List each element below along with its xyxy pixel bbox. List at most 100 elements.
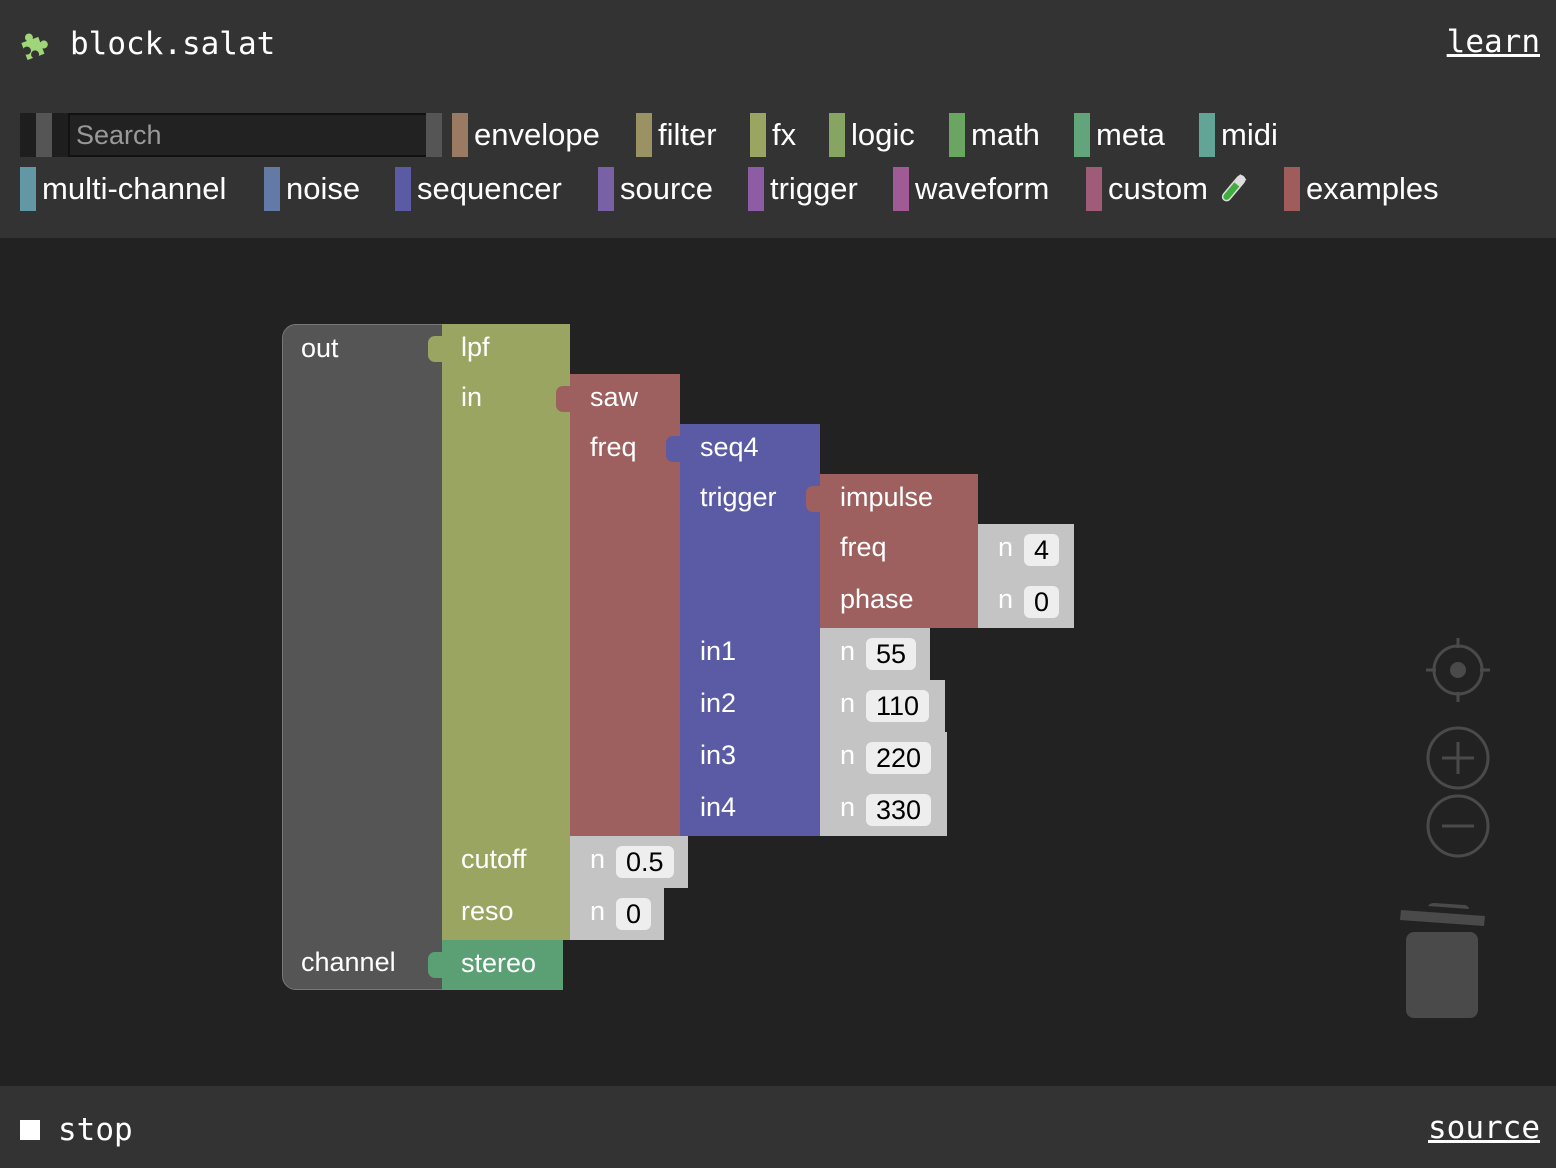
n-label: n <box>998 532 1014 562</box>
seq4-in4-label: in4 <box>700 792 737 822</box>
category-examples[interactable]: examples <box>1284 167 1439 211</box>
number-value-field[interactable]: 0.5 <box>616 846 674 878</box>
out-block[interactable]: out channel <box>282 324 444 990</box>
stereo-block[interactable]: stereo <box>428 940 563 990</box>
category-custom[interactable]: custom <box>1086 167 1250 211</box>
number-value-field[interactable]: 0 <box>1024 586 1060 618</box>
number-value-field[interactable]: 330 <box>866 794 932 826</box>
category-meta[interactable]: meta <box>1074 113 1165 157</box>
category-label: midi <box>1221 117 1278 152</box>
n-label: n <box>998 584 1014 614</box>
category-swatch <box>748 167 764 211</box>
category-math[interactable]: math <box>949 113 1040 157</box>
category-envelope[interactable]: envelope <box>452 113 600 157</box>
connector-notch <box>806 486 820 512</box>
category-label: envelope <box>474 117 600 152</box>
lpf-block[interactable]: lpf in cutoff reso <box>428 324 570 940</box>
category-label: logic <box>851 117 915 152</box>
category-noise[interactable]: noise <box>264 167 360 211</box>
stop-label: stop <box>58 1112 133 1148</box>
out-label: out <box>301 333 339 363</box>
n-label: n <box>840 636 856 666</box>
number-value-field[interactable]: 0 <box>616 898 652 930</box>
seq4-block[interactable]: seq4 trigger in1 in2 in3 in4 <box>666 424 820 836</box>
search-input[interactable] <box>68 113 442 157</box>
stop-button[interactable]: stop <box>20 1112 133 1148</box>
search-right-edge <box>426 113 442 157</box>
impulse-label: impulse <box>840 482 934 512</box>
zoom-in-icon[interactable] <box>1426 726 1490 790</box>
n-label: n <box>590 844 606 874</box>
category-fx[interactable]: fx <box>750 113 796 157</box>
number-value-field[interactable]: 55 <box>866 638 917 670</box>
app-title: block.salat <box>70 26 276 62</box>
number-block[interactable]: n 110 <box>820 680 945 732</box>
zoom-out-icon[interactable] <box>1426 794 1490 858</box>
category-label: sequencer <box>417 171 562 206</box>
category-label: fx <box>772 117 797 152</box>
header: block.salat learn envelope filter fx log… <box>0 0 1556 238</box>
number-block[interactable]: n 220 <box>820 732 947 784</box>
category-midi[interactable]: midi <box>1199 113 1278 157</box>
category-label: filter <box>658 117 717 152</box>
saw-freq-label: freq <box>590 432 637 462</box>
impulse-block[interactable]: impulse freq phase <box>806 474 978 628</box>
number-value-field[interactable]: 220 <box>866 742 932 774</box>
category-label: math <box>971 117 1040 152</box>
n-label: n <box>840 740 856 770</box>
block-workspace[interactable]: out channel lpf in cutoff reso stereo sa… <box>0 238 1556 1086</box>
n-label: n <box>840 688 856 718</box>
category-swatch <box>452 113 468 157</box>
connector-notch <box>428 336 442 362</box>
category-label: source <box>620 171 714 206</box>
puzzle-logo-icon <box>21 33 48 60</box>
lpf-in-label: in <box>461 382 483 412</box>
recenter-icon[interactable] <box>1426 638 1490 702</box>
impulse-phase-label: phase <box>840 584 914 614</box>
number-block[interactable]: n 0.5 <box>570 836 688 888</box>
category-label: noise <box>286 171 361 206</box>
source-link[interactable]: source <box>1428 1110 1540 1146</box>
n-label: n <box>590 896 606 926</box>
category-trigger[interactable]: trigger <box>748 167 858 211</box>
learn-link[interactable]: learn <box>1446 24 1540 60</box>
category-swatch <box>636 113 652 157</box>
category-source[interactable]: source <box>598 167 713 211</box>
category-swatch <box>829 113 845 157</box>
saw-label: saw <box>590 382 639 412</box>
channel-label: channel <box>301 947 396 977</box>
search-box <box>20 113 442 157</box>
trash-icon[interactable] <box>1400 902 1488 1020</box>
category-swatch <box>949 113 965 157</box>
stop-icon <box>20 1120 40 1140</box>
number-value-field[interactable]: 4 <box>1024 534 1060 566</box>
category-label: multi-channel <box>42 171 227 206</box>
category-waveform[interactable]: waveform <box>893 167 1049 211</box>
category-multi-channel[interactable]: multi-channel <box>20 167 226 211</box>
number-value-field[interactable]: 110 <box>866 690 930 722</box>
category-label: waveform <box>915 171 1050 206</box>
impulse-freq-label: freq <box>840 532 887 562</box>
number-block[interactable]: n 55 <box>820 628 930 680</box>
category-logic[interactable]: logic <box>829 113 915 157</box>
category-swatch <box>1284 167 1300 211</box>
category-sequencer[interactable]: sequencer <box>395 167 562 211</box>
seq4-in2-label: in2 <box>700 688 737 718</box>
lpf-cutoff-label: cutoff <box>461 844 527 874</box>
connector-notch <box>666 436 680 462</box>
category-swatch <box>1074 113 1090 157</box>
lpf-label: lpf <box>461 332 490 362</box>
category-label: trigger <box>770 171 858 206</box>
category-filter[interactable]: filter <box>636 113 717 157</box>
connector-notch <box>556 386 570 412</box>
stereo-label: stereo <box>461 948 537 978</box>
seq4-trigger-label: trigger <box>700 482 777 512</box>
saw-block[interactable]: saw freq <box>556 374 680 836</box>
category-swatch <box>20 167 36 211</box>
category-swatch <box>1086 167 1102 211</box>
category-label: meta <box>1096 117 1165 152</box>
